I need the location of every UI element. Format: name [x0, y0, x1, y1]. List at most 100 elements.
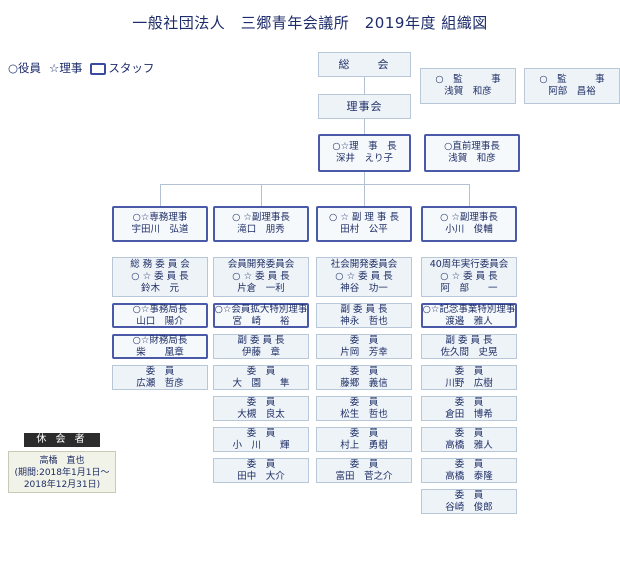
connector-line — [364, 77, 365, 94]
absentee-box: 高橋 直也 (期間:2018年1月1日～ 2018年12月31日) — [8, 451, 116, 493]
member-name: 神永 哲也 — [340, 315, 388, 327]
past-president-role: ○直前理事長 — [444, 141, 500, 152]
auditor-role: ○ 監 事 — [435, 74, 501, 85]
member-box: 委 員松生 哲也 — [316, 396, 412, 421]
member-role: 委 員 — [454, 489, 484, 501]
auditor-box: ○ 監 事 阿部 昌裕 — [524, 68, 620, 104]
legend-staff: スタッフ — [90, 60, 154, 76]
member-name: 片倉 一利 — [237, 283, 285, 294]
general-assembly-label: 総 会 — [338, 57, 391, 71]
executive-director-name: 宇田川 弘道 — [131, 224, 189, 235]
member-role: 委 員 — [246, 458, 276, 470]
absentee-header: 休 会 者 — [24, 433, 100, 447]
member-name: 松生 哲也 — [340, 408, 388, 420]
absentee-period: (期間:2018年1月1日～ — [14, 468, 110, 478]
connector-line — [364, 119, 365, 134]
member-box: 委 員片岡 芳幸 — [316, 334, 412, 359]
vice-president-box: ○ ☆副理事長 小川 俊輔 — [421, 206, 517, 242]
member-role: 委 員 — [349, 365, 379, 377]
president-name: 深井 えり子 — [335, 153, 393, 164]
member-name: 高橋 泰隆 — [445, 470, 493, 482]
page-title: 一般社団法人 三郷青年会議所 2019年度 組織図 — [132, 14, 488, 32]
member-name: 谷崎 俊郎 — [445, 501, 493, 513]
vice-president-role: ○ ☆ 副 理 事 長 — [329, 212, 399, 223]
board-label: 理事会 — [346, 99, 383, 113]
member-box: 総 務 委 員 会○ ☆ 委 員 長鈴木 元 — [112, 257, 208, 297]
member-role: ○ ☆ 委 員 長 — [440, 271, 498, 282]
member-name: 富田 菅之介 — [335, 470, 393, 482]
past-president-name: 浅賀 和彦 — [448, 153, 496, 164]
member-box: 副 委 員 長神永 哲也 — [316, 303, 412, 328]
member-role: ○☆事務局長 — [132, 303, 188, 315]
member-box: 40周年実行委員会○ ☆ 委 員 長阿 部 一 — [421, 257, 517, 297]
member-role: 委 員 — [454, 396, 484, 408]
member-box: 社会開発委員会○ ☆ 委 員 長神谷 功一 — [316, 257, 412, 297]
connector-line — [160, 184, 161, 206]
member-name: 山口 陽介 — [136, 315, 184, 327]
member-role: 副 委 員 長 — [445, 334, 493, 346]
member-name: 佐久間 史晃 — [440, 346, 498, 358]
member-role: 委 員 — [454, 458, 484, 470]
member-name: 高橋 雅人 — [445, 439, 493, 451]
member-role: 委 員 — [349, 458, 379, 470]
member-role: 委 員 — [349, 334, 379, 346]
vice-president-name: 小川 俊輔 — [445, 224, 493, 235]
legend-officer: ○役員 — [8, 61, 42, 75]
vice-president-box: ○ ☆副理事長 滝口 朋秀 — [213, 206, 309, 242]
member-name: 大 園 隼 — [232, 377, 290, 389]
member-role: ○ ☆ 委 員 長 — [131, 271, 189, 282]
member-box: 委 員川野 広樹 — [421, 365, 517, 390]
member-box: 委 員田中 大介 — [213, 458, 309, 483]
member-box: ○☆財務局長柴 凰章 — [112, 334, 208, 359]
auditor-box: ○ 監 事 浅賀 和彦 — [420, 68, 516, 104]
member-role: 委 員 — [349, 396, 379, 408]
connector-line — [261, 184, 262, 206]
absentee-period: 2018年12月31日) — [23, 480, 101, 490]
member-name: 宮 崎 裕 — [232, 315, 290, 327]
member-name: 田中 大介 — [237, 470, 285, 482]
member-role: 社会開発委員会 — [330, 259, 398, 270]
member-name: 川野 広樹 — [445, 377, 493, 389]
member-box: ○☆事務局長山口 陽介 — [112, 303, 208, 328]
member-role: 委 員 — [145, 365, 175, 377]
member-box: ○☆会員拡大特別理事宮 崎 裕 — [213, 303, 309, 328]
member-box: 委 員藤郷 義信 — [316, 365, 412, 390]
member-name: 阿 部 一 — [440, 283, 498, 294]
member-box: 副 委 員 長伊藤 章 — [213, 334, 309, 359]
legend-staff-label: スタッフ — [108, 61, 155, 75]
member-box: 副 委 員 長佐久間 史晃 — [421, 334, 517, 359]
member-role: ○☆記念事業特別理事 — [422, 303, 516, 315]
president-box: ○☆理 事 長 深井 えり子 — [318, 134, 411, 172]
member-box: 委 員村上 勇樹 — [316, 427, 412, 452]
member-role: ○ ☆ 委 員 長 — [232, 271, 290, 282]
connector-line — [364, 184, 365, 206]
vice-president-name: 滝口 朋秀 — [237, 224, 285, 235]
member-box: 委 員高橋 泰隆 — [421, 458, 517, 483]
member-name: 村上 勇樹 — [340, 439, 388, 451]
executive-director-role: ○☆専務理事 — [132, 212, 188, 223]
general-assembly-box: 総 会 — [318, 52, 411, 77]
member-role: 総 務 委 員 会 — [130, 259, 190, 270]
member-role: 委 員 — [246, 427, 276, 439]
member-role: 委 員 — [246, 365, 276, 377]
connector-line — [160, 184, 470, 185]
legend-director: ☆理事 — [49, 61, 83, 75]
executive-director-box: ○☆専務理事 宇田川 弘道 — [112, 206, 208, 242]
member-role: ○☆財務局長 — [132, 334, 188, 346]
member-name: 神谷 功一 — [340, 283, 388, 294]
member-name: 伊藤 章 — [241, 346, 280, 358]
vice-president-role: ○ ☆副理事長 — [440, 212, 498, 223]
member-name: 片岡 芳幸 — [340, 346, 388, 358]
member-role: 40周年実行委員会 — [429, 259, 509, 270]
past-president-box: ○直前理事長 浅賀 和彦 — [424, 134, 520, 172]
member-role: ○☆会員拡大特別理事 — [214, 303, 308, 315]
vice-president-name: 田村 公平 — [340, 224, 388, 235]
member-name: 小 川 輝 — [232, 439, 290, 451]
board-box: 理事会 — [318, 94, 411, 119]
legend: ○役員 ☆理事 スタッフ — [8, 60, 154, 76]
connector-line — [364, 172, 365, 184]
member-role: 委 員 — [454, 427, 484, 439]
member-name: 藤郷 義信 — [340, 377, 388, 389]
member-box: 会員開発委員会○ ☆ 委 員 長片倉 一利 — [213, 257, 309, 297]
member-name: 鈴木 元 — [140, 283, 179, 294]
